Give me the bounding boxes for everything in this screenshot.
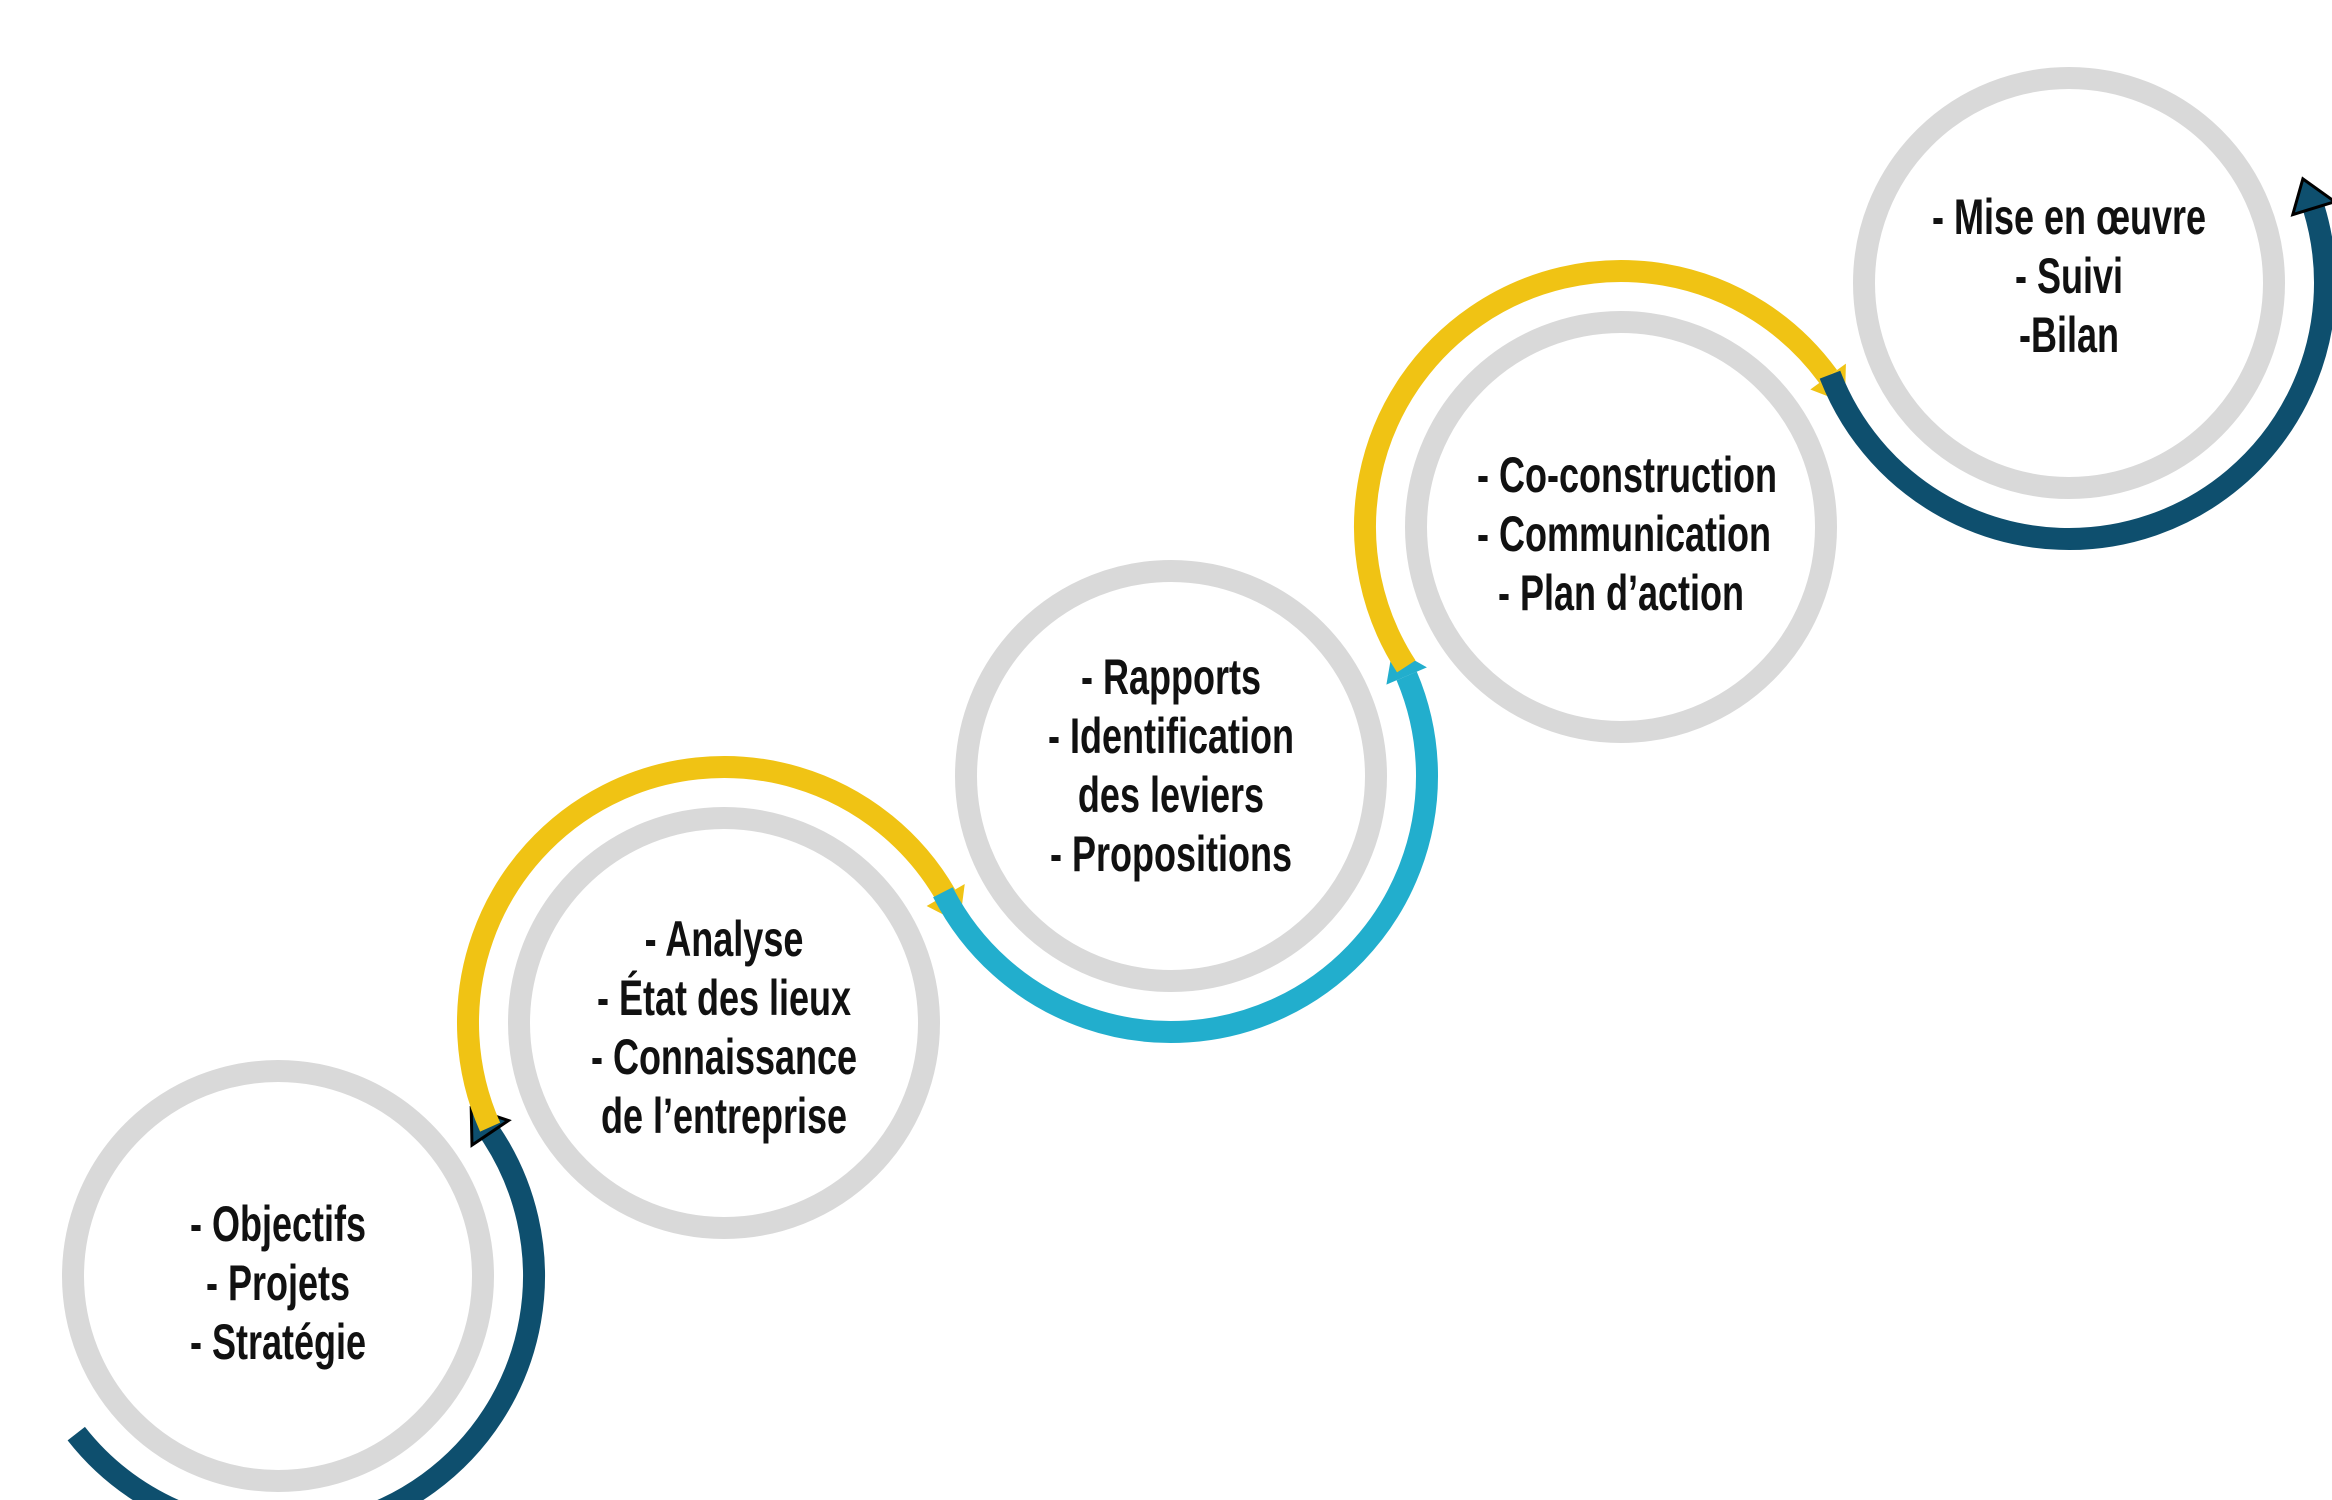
- step-1-text: - Objectifs - Projets - Stratégie: [134, 1195, 422, 1372]
- step-line: - Rapports: [1081, 649, 1261, 705]
- step-3-arrow-arc: [933, 671, 1438, 1044]
- step-line: - Objectifs: [189, 1196, 367, 1252]
- step-line: - Co-construction: [1477, 447, 1777, 503]
- step-line: -Bilan: [2018, 307, 2120, 363]
- step-3-ring: [955, 560, 1387, 992]
- step-1-ring: [62, 1060, 494, 1492]
- step-5-text: - Mise en œuvre - Suivi -Bilan: [1925, 188, 2213, 365]
- step-2-arrow-arc: [457, 756, 956, 1132]
- step-2-ring: [508, 807, 940, 1239]
- step-line: - Plan d’action: [1497, 565, 1745, 621]
- step-line: - Identification: [1048, 708, 1294, 764]
- step-3-text: - Rapports - Identification des leviers …: [1027, 648, 1315, 884]
- arrowhead-icon: [2290, 176, 2332, 217]
- step-line: - État des lieux: [596, 970, 852, 1026]
- step-line: - Stratégie: [189, 1314, 367, 1370]
- step-line: - Connaissance: [590, 1029, 858, 1085]
- step-4-text: - Co-construction - Communication - Plan…: [1477, 446, 1777, 623]
- step-5-ring: [1853, 67, 2285, 499]
- step-line: des leviers: [1077, 767, 1265, 823]
- step-5-arrow-arc: [1819, 204, 2332, 550]
- step-line: - Communication: [1477, 506, 1771, 562]
- step-line: - Propositions: [1049, 826, 1292, 882]
- step-2-text: - Analyse - État des lieux - Connaissanc…: [580, 910, 868, 1146]
- step-line: de l’entreprise: [600, 1088, 848, 1144]
- step-line: - Analyse: [644, 911, 804, 967]
- step-4-arrow-arc: [1353, 260, 1838, 673]
- step-line: - Projets: [205, 1255, 351, 1311]
- step-line: - Suivi: [2014, 248, 2124, 304]
- step-4-ring: [1405, 311, 1837, 743]
- step-1-arrow-arc: [67, 1126, 545, 1500]
- step-line: - Mise en œuvre: [1931, 189, 2207, 245]
